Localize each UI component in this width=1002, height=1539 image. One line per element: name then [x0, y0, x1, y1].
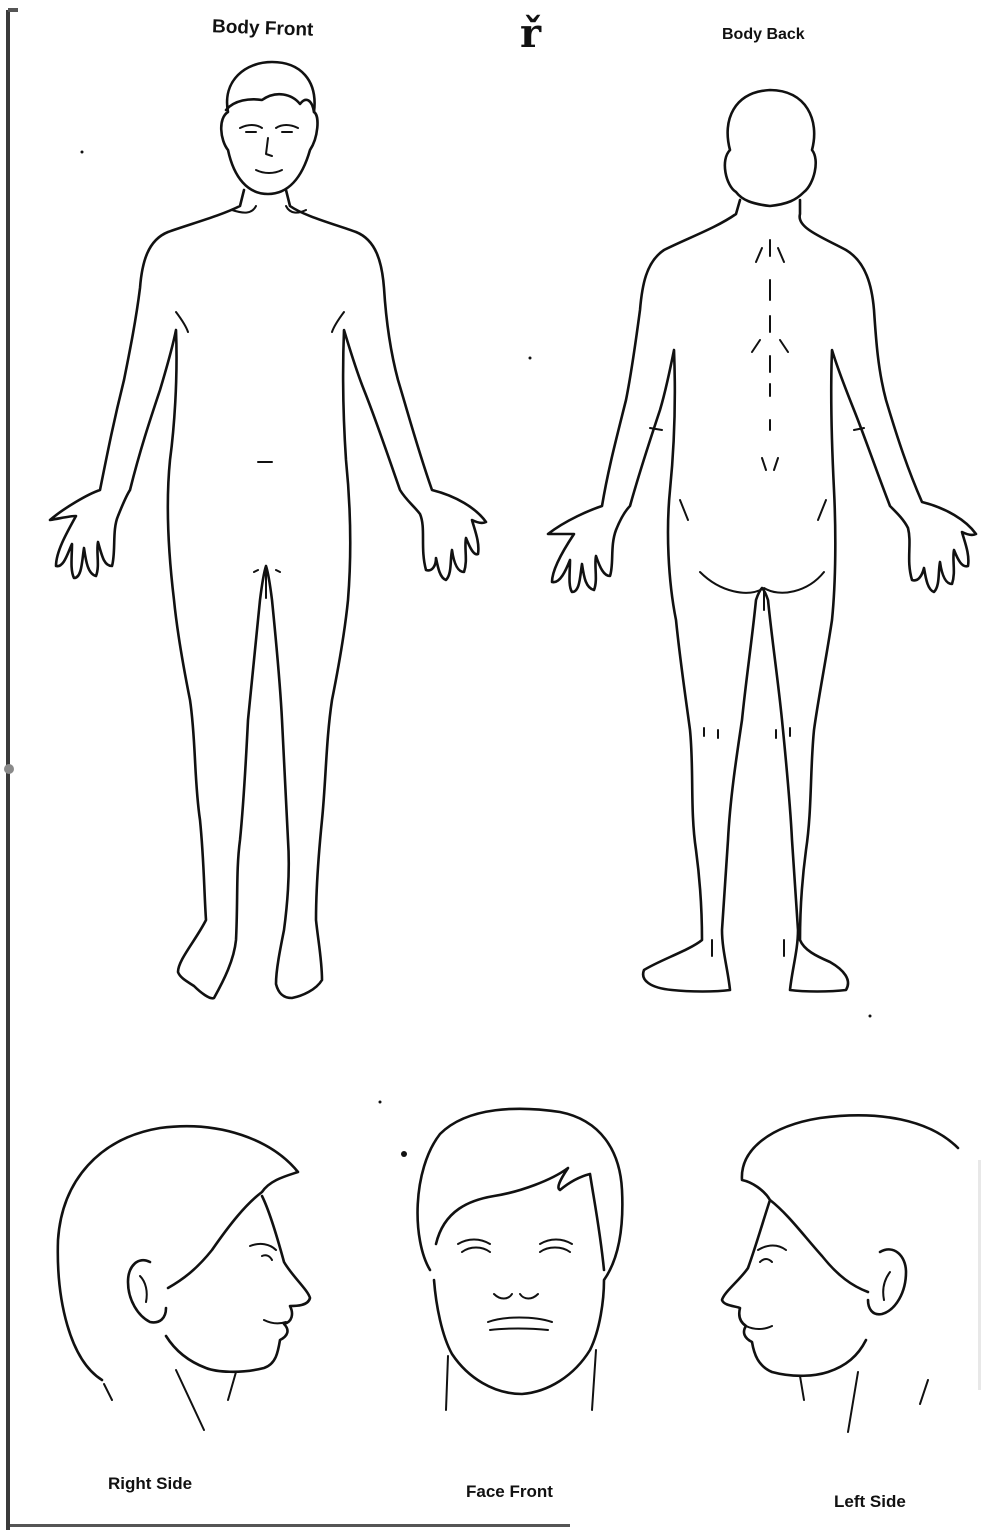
left-side-head-outline — [722, 1115, 958, 1375]
body-front-head — [221, 62, 317, 194]
body-front-nose-mouth — [256, 138, 282, 173]
face-front-figure — [418, 1109, 623, 1410]
right-side-head-figure — [58, 1126, 310, 1430]
face-front-eyes — [458, 1240, 572, 1253]
body-front-details — [176, 206, 344, 598]
body-front-outline — [50, 190, 486, 998]
right-side-head-outline — [58, 1126, 310, 1380]
left-side-head-figure — [722, 1115, 958, 1432]
body-front-hair — [226, 94, 314, 112]
body-front-eyes — [240, 125, 298, 132]
body-back-head — [725, 90, 816, 206]
left-side-ear — [868, 1249, 906, 1314]
scan-specks — [81, 151, 872, 1158]
body-back-figure — [548, 90, 976, 992]
face-front-nose-mouth — [488, 1294, 552, 1330]
body-front-figure — [50, 62, 486, 998]
body-back-outline — [548, 200, 976, 992]
face-front-hair — [436, 1168, 604, 1270]
face-front-neck — [446, 1350, 596, 1410]
right-side-face-details — [104, 1244, 286, 1430]
face-front-outline — [418, 1109, 623, 1394]
